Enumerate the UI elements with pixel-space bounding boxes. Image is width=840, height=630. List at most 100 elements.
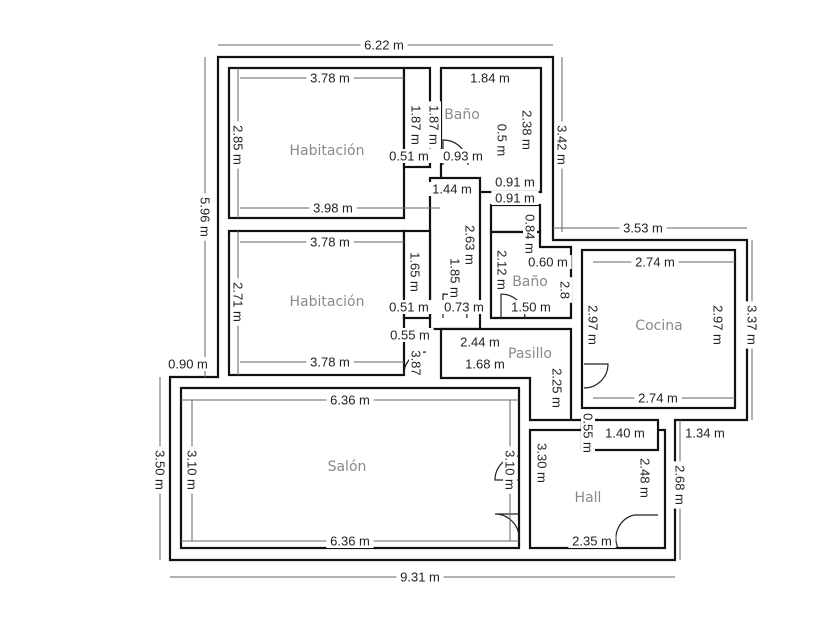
dimension-text: 2.74 m [638,391,678,406]
dimension-text: 3.10 m [503,450,518,490]
dimension-label: 3.10 m [185,446,200,494]
dimension-label-bg [198,193,212,241]
dimension-label-bg [634,391,682,405]
room-label: Cocina [635,318,682,334]
dimension-label: 0.91 m [491,191,539,206]
dimension-text: 1.68 m [465,357,505,372]
dimension-label: 2.38 m [520,106,535,154]
dimension-label: 0.73 m [440,300,488,315]
dimension-label-bg [164,357,212,371]
dimension-text: 0.84 m [523,214,538,254]
dimension-label: 1.68 m [461,357,509,372]
dimension-label: 3.98 m [309,201,357,216]
dimension-label: 0.55 m [386,328,434,343]
dimension-label-bg [360,38,408,52]
dimension-label: 5.96 m [198,193,213,241]
dimension-label-bg [555,121,569,169]
dimension-label-bg [463,221,477,269]
dimension-label: 3.37 m [745,301,760,349]
dimension-label-bg [568,534,616,548]
door-hall [615,514,658,549]
dimension-label: 2.74 m [634,391,682,406]
dimension-text: 0.55 m [390,328,430,343]
dimension-text: 3.10 m [185,450,200,490]
dimension-text: 1.50 m [511,300,551,315]
dimension-text: 2.48 m [638,458,653,498]
dimension-text: 1.84 m [470,71,510,86]
dimension-label-bg [385,149,433,163]
room-label: Habitación [290,294,365,310]
dimension-label-bg [428,182,476,196]
dimension-text: 3.37 m [745,305,760,345]
dimension-label-bg [461,357,509,371]
dimension-label-bg [456,335,504,349]
dimension-label: 3.87 [409,346,424,380]
dimension-text: 2.63 m [463,225,478,265]
dimension-label: 2.68 m [673,461,688,509]
dimension-label-bg [550,364,564,412]
room-label: Habitación [290,143,365,159]
dimension-label-bg [491,175,539,189]
dimension-label-bg [153,446,167,494]
room-labels: HabitaciónBañoHabitaciónBañoCocinaPasill… [290,107,683,506]
dimension-label: 2.97 m [586,301,601,349]
room-cocina [580,248,737,410]
dimension-label: 1.85 m [448,254,463,302]
dimension-label: 0.84 m [523,210,538,258]
dimension-text: 3.87 [409,350,424,375]
dimension-label-bg [309,201,357,215]
dimension-text: 0.51 m [389,300,429,315]
dimension-text: 3.42 m [555,125,570,165]
dimension-label: 3.50 m [153,446,168,494]
dimension-text: 2.12 m [495,250,510,290]
dimension-label-bg [409,346,423,380]
dimension-text: 2.25 m [550,368,565,408]
dimension-text: 2.97 m [711,305,726,345]
dimension-label: 2.63 m [463,221,478,269]
room-salon [179,386,521,550]
dimension-label: 3.78 m [306,235,354,250]
dimension-label-bg [409,101,423,149]
dimension-text: 3.78 m [310,355,350,370]
dimension-label-bg [601,426,649,440]
dimension-label: 6.36 m [326,534,374,549]
dimension-label-bg [439,149,487,163]
dimension-label-bg [306,71,354,85]
dimension-text: 2.74 m [635,255,675,270]
dimension-text: 2.35 m [572,534,612,549]
dimension-label-bg [619,221,667,235]
dimension-label: 1.84 m [466,71,514,86]
door-cocina [583,363,609,389]
dimension-label-bg [520,106,534,154]
dimension-label-bg [503,446,517,494]
dimension-label: 2.8 [558,277,573,303]
dimension-text: 2.71 m [231,282,246,322]
dimension-text: 3.78 m [310,71,350,86]
dimension-label-bg [440,300,488,314]
dimension-label-bg [681,426,729,440]
dimension-label-bg [558,277,572,303]
dimension-label-bg [466,71,514,85]
dimension-label-bg [495,246,509,294]
dimension-text: 1.65 m [408,252,423,292]
dimension-text: 6.36 m [330,393,370,408]
dimension-label-bg [448,254,462,302]
dimension-text: 3.53 m [623,221,663,236]
dimension-label-bg [326,534,374,548]
dimension-text: 0.91 m [495,191,535,206]
dimension-label-bg [408,248,422,296]
dimension-text: 0.93 m [443,149,483,164]
dimension-label-bg [306,235,354,249]
dimension-label: 1.65 m [408,248,423,296]
dimension-label: 0.5 m [495,120,510,160]
dimension-text: 6.22 m [364,38,404,53]
dimension-label: 1.34 m [681,426,729,441]
dimension-label: 2.12 m [495,246,510,294]
dimension-label-bg [524,255,572,269]
dimension-text: 2.38 m [520,110,535,150]
dimension-label: 3.10 m [503,446,518,494]
dimension-text: 0.5 m [495,124,510,157]
dimension-label-bg [586,301,600,349]
dimension-text: 0.60 m [528,255,568,270]
dimension-text: 2.97 m [586,305,601,345]
